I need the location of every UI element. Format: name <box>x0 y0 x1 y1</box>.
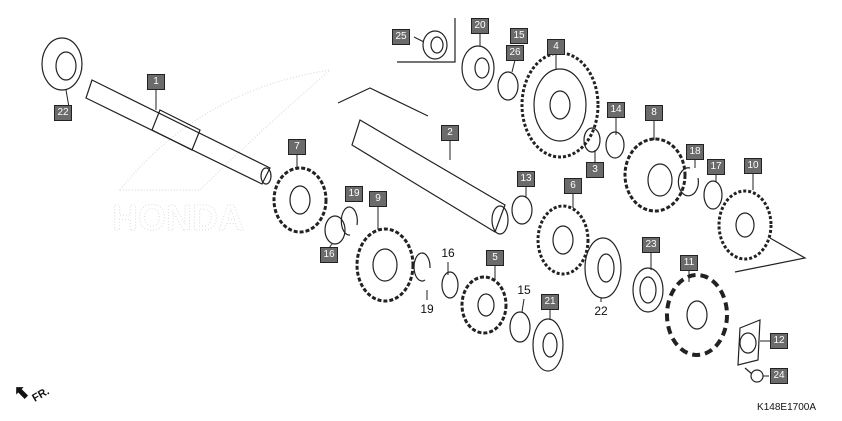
bolt-24 <box>744 367 764 383</box>
callout-6[interactable]: 6 <box>564 178 582 194</box>
figure-code: K148E1700A <box>757 402 816 413</box>
honda-wing-watermark: HONDA <box>112 69 332 239</box>
gear-7 <box>272 166 328 234</box>
washer-15 <box>509 311 531 343</box>
washer-16 <box>324 215 346 245</box>
arrow-down-left-icon: ⬉ <box>14 382 30 402</box>
bushing-3 <box>583 127 601 153</box>
bearing-21 <box>532 318 564 372</box>
oil-seal-23 <box>632 267 664 313</box>
callout-3[interactable]: 3 <box>586 162 604 178</box>
callout-14[interactable]: 14 <box>607 102 625 118</box>
gear-9 <box>355 227 415 303</box>
needle-bearing-25 <box>422 30 448 60</box>
gear-6 <box>536 204 590 276</box>
callout-22[interactable]: 22 <box>54 105 72 121</box>
callout-4[interactable]: 4 <box>547 39 565 55</box>
svg-text:HONDA: HONDA <box>112 197 244 238</box>
mainshaft-1 <box>85 79 272 185</box>
gear-10 <box>717 189 773 261</box>
callout-21[interactable]: 21 <box>541 294 559 310</box>
bearing-22-left <box>41 37 83 91</box>
callout-16-plain[interactable]: 16 <box>441 246 455 260</box>
washer-26 <box>497 71 519 101</box>
callout-25[interactable]: 25 <box>392 29 410 45</box>
callout-5[interactable]: 5 <box>486 250 504 266</box>
callout-15-plain[interactable]: 15 <box>517 283 531 297</box>
circlip-19 <box>340 206 358 236</box>
bushing-13 <box>511 195 533 225</box>
callout-1[interactable]: 1 <box>147 74 165 90</box>
callout-20[interactable]: 20 <box>471 18 489 34</box>
callout-8[interactable]: 8 <box>645 105 663 121</box>
callout-23[interactable]: 23 <box>642 237 660 253</box>
callout-24[interactable]: 24 <box>770 368 788 384</box>
front-label: FR. <box>30 385 52 405</box>
callout-10[interactable]: 10 <box>744 158 762 174</box>
callout-17[interactable]: 17 <box>707 159 725 175</box>
bearing-20 <box>461 45 495 91</box>
callout-16[interactable]: 16 <box>320 247 338 263</box>
callout-22-plain[interactable]: 22 <box>594 304 608 318</box>
washer-16-b <box>441 271 459 299</box>
callout-19[interactable]: 19 <box>345 186 363 202</box>
front-direction-indicator: ⬉ FR. <box>14 382 52 405</box>
callout-15[interactable]: 15 <box>510 28 528 44</box>
callout-2[interactable]: 2 <box>441 125 459 141</box>
callout-13[interactable]: 13 <box>517 171 535 187</box>
circlip-18 <box>677 167 699 197</box>
plate-12 <box>737 319 761 366</box>
countershaft-2 <box>351 119 509 235</box>
gear-4 <box>520 51 600 159</box>
bearing-22-right <box>584 237 622 299</box>
washer-17 <box>703 180 723 210</box>
washer-14 <box>605 131 625 159</box>
shaft-bracket-right <box>734 237 807 273</box>
callout-11[interactable]: 11 <box>680 255 698 271</box>
callout-12[interactable]: 12 <box>770 333 788 349</box>
callout-7[interactable]: 7 <box>288 139 306 155</box>
gear-8 <box>623 137 687 213</box>
inset-frame <box>397 18 456 63</box>
sprocket-11 <box>665 273 729 357</box>
circlip-19-b <box>413 252 431 282</box>
callout-18[interactable]: 18 <box>686 144 704 160</box>
callout-19-plain[interactable]: 19 <box>420 302 434 316</box>
gear-5 <box>460 275 508 335</box>
callout-26[interactable]: 26 <box>506 45 524 61</box>
callout-9[interactable]: 9 <box>369 191 387 207</box>
shaft-bracket <box>337 87 429 117</box>
